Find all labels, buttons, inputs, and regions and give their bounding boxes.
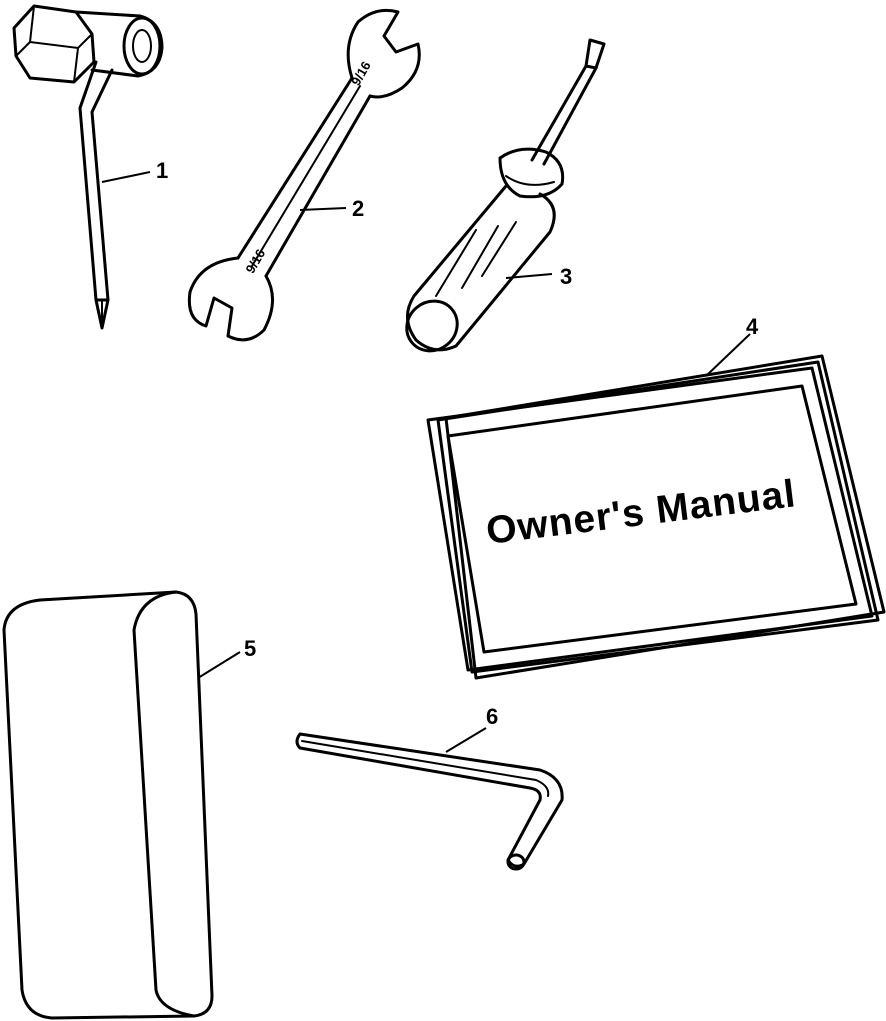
open-end-wrench: 9/16 9/16 xyxy=(187,8,421,342)
callout-1: 1 xyxy=(156,158,168,183)
screwdriver xyxy=(405,38,606,353)
callout-3: 3 xyxy=(560,264,572,289)
leader-5 xyxy=(197,651,241,679)
leader-1 xyxy=(101,171,151,183)
callout-5: 5 xyxy=(244,636,256,661)
wrench-size-stamp-bottom: 9/16 xyxy=(243,246,269,275)
leader-4 xyxy=(705,333,751,377)
callout-6: 6 xyxy=(486,704,498,729)
callout-4: 4 xyxy=(746,314,759,339)
plug-wrench xyxy=(12,4,164,330)
leader-3 xyxy=(505,273,553,279)
callout-numbers: 1 2 3 4 5 6 xyxy=(156,158,759,729)
leader-6 xyxy=(445,727,487,753)
callout-2: 2 xyxy=(352,196,364,221)
hex-key xyxy=(295,732,564,871)
wrench-size-stamp-top: 9/16 xyxy=(348,59,374,88)
owners-manual: Owner's Manual xyxy=(426,354,886,680)
leader-lines xyxy=(101,171,751,753)
leader-2 xyxy=(299,207,347,211)
manual-cover-title: Owner's Manual xyxy=(484,472,798,553)
tool-bag xyxy=(2,590,214,1020)
